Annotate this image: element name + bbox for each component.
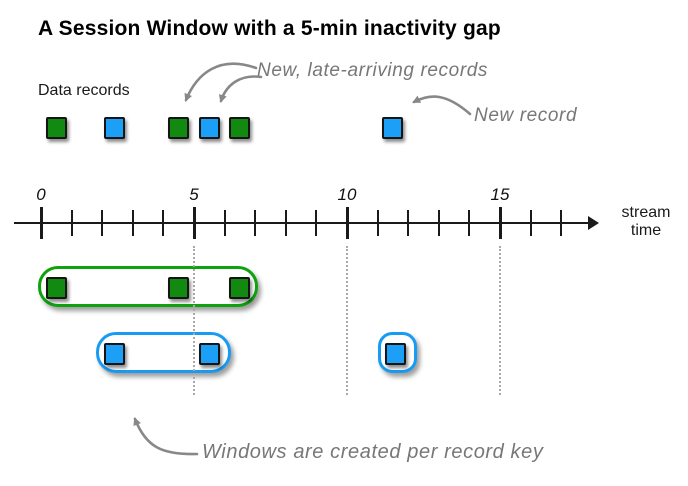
minor-tick [560,210,563,236]
blue-record-square [103,117,125,139]
minor-tick [70,210,73,236]
tick-label-0: 0 [36,185,46,204]
gridline-t10 [346,246,348,395]
green-record-square-in-window [168,277,190,299]
green-record-square-in-window [45,277,67,299]
late-arriving-records-label: New, late-arriving records [257,60,489,81]
green-session-window [37,266,259,307]
major-tick [498,207,502,239]
new-record-label: New record [474,105,578,126]
minor-tick [162,210,165,236]
minor-tick [223,210,226,236]
green-record-square [168,117,190,139]
minor-tick [101,210,104,236]
minor-tick [376,210,379,236]
green-record-square-in-window [229,277,251,299]
page-title: A Session Window with a 5-min inactivity… [38,17,501,40]
minor-tick [131,210,134,236]
windows-note-label: Windows are created per record key [202,441,544,463]
gridline-t5 [193,246,195,395]
minor-tick [315,210,318,236]
minor-tick [254,210,257,236]
data-records-label: Data records [38,82,130,99]
windows-note-arrow-icon [133,417,199,456]
green-record-square [45,117,67,139]
blue-record-square-in-window [103,343,125,365]
major-tick [345,207,349,239]
late-record-arrow-2-icon [218,75,263,103]
new-record-arrow-icon [412,95,472,116]
tick-label-15: 15 [490,185,510,204]
stream-time-axis-label: stream time [621,204,671,239]
axis-arrowhead-icon [588,216,599,230]
tick-label-5: 5 [189,185,199,204]
late-record-arrow-1-icon [184,62,258,102]
major-tick [192,207,196,239]
minor-tick [284,210,287,236]
minor-tick [529,210,532,236]
minor-tick [437,210,440,236]
blue-record-square-in-window [198,343,220,365]
tick-label-10: 10 [337,185,357,204]
gridline-t15 [499,246,501,395]
major-tick [39,207,43,239]
blue-record-square [382,117,404,139]
green-record-square [229,117,251,139]
minor-tick [468,210,471,236]
minor-tick [407,210,410,236]
stream-time-axis [14,222,590,224]
blue-record-square [198,117,220,139]
blue-record-square-in-window [385,343,407,365]
